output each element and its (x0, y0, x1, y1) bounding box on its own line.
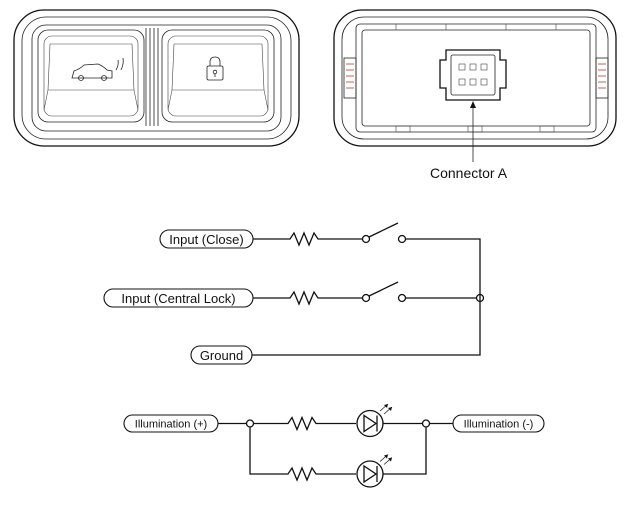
illumination-minus-label: Illumination (-) (464, 419, 534, 431)
input-central-lock-label: Input (Central Lock) (121, 291, 235, 306)
illum-junction-right (421, 419, 431, 428)
switch-circuit: Input (Close) Input (Central Lock) Groun… (103, 222, 485, 365)
connector-a-label: Connector A (430, 165, 508, 181)
central-lock-switch-contact (368, 281, 399, 297)
ground-junction (475, 293, 485, 303)
right-clip (595, 57, 609, 99)
padlock-icon (206, 56, 224, 81)
close-switch-contact (368, 222, 399, 238)
left-clip (343, 57, 357, 99)
input-close-label: Input (Close) (169, 232, 243, 247)
button-divider (145, 28, 159, 126)
connector-a[interactable] (439, 49, 507, 101)
connector-leader-arrow (470, 101, 476, 108)
trunk-car-icon (71, 57, 124, 81)
illumination-circuit: Illumination (+) Illumination (-) (123, 403, 545, 488)
switch-front-view (13, 9, 300, 147)
trunk-open-button[interactable] (37, 29, 145, 123)
illumination-plus-label: Illumination (+) (135, 419, 207, 431)
ground-label: Ground (200, 348, 243, 363)
central-lock-button[interactable] (161, 29, 275, 123)
led-icon (356, 403, 393, 438)
switch-rear-view: Connector A (333, 9, 617, 181)
led-icon (356, 454, 393, 488)
illum-junction-left (245, 419, 255, 428)
ground-terminal (190, 345, 253, 365)
connector-pins (458, 63, 488, 86)
